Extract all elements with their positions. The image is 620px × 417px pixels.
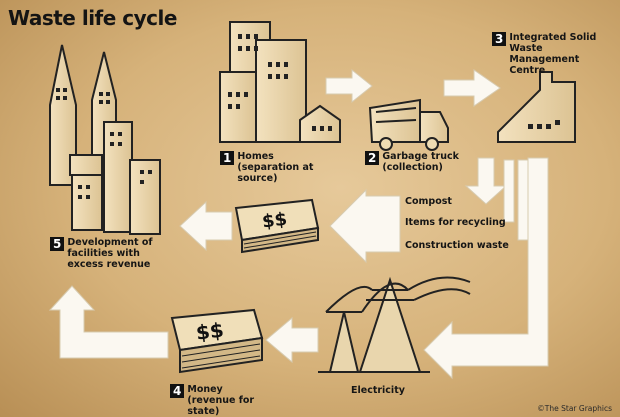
garbage-truck-icon <box>368 98 449 151</box>
arrow-centre-to-electricity <box>423 157 549 380</box>
credit-text: ©The Star Graphics <box>537 404 612 413</box>
page-title: Waste life cycle <box>8 6 177 30</box>
money-stack-bottom-icon <box>170 308 264 374</box>
step-1-text: Homes (separation at source) <box>237 151 314 184</box>
money-symbol-bottom: $$ <box>195 318 226 345</box>
electricity-pylon-icon <box>318 276 471 373</box>
arrow-outputs-to-money <box>329 188 401 264</box>
arrow-money-to-city <box>179 200 233 252</box>
step-1-number: 1 <box>220 151 235 165</box>
step-3-number: 3 <box>492 32 507 46</box>
output-construction-waste: Construction waste <box>405 240 509 251</box>
step-2-text: Garbage truck (collection) <box>382 151 459 173</box>
step-2-number: 2 <box>365 151 380 165</box>
step-5-text: Development of facilities with excess re… <box>67 237 153 270</box>
electricity-label: Electricity <box>351 385 405 396</box>
step-3-text: Integrated Solid Waste Management Centre <box>509 32 597 76</box>
arrow-homes-to-truck <box>325 68 373 104</box>
step-5-number: 5 <box>50 237 65 251</box>
money-stack-top-icon <box>234 198 320 254</box>
output-compost: Compost <box>405 196 452 207</box>
money-symbol-top: $$ <box>261 209 288 233</box>
city-icon <box>49 44 161 235</box>
management-centre-icon <box>497 71 576 143</box>
arrow-money-to-development <box>48 285 169 359</box>
step-4-text: Money (revenue for state) <box>187 384 255 417</box>
arrow-electricity-to-money <box>265 316 319 364</box>
step-4-number: 4 <box>170 384 185 398</box>
arrow-truck-to-centre <box>443 69 501 107</box>
output-recycling: Items for recycling <box>405 217 506 228</box>
flow-arrows <box>48 68 549 380</box>
homes-icon <box>219 21 341 143</box>
arrow-centre-to-outputs <box>464 157 508 205</box>
